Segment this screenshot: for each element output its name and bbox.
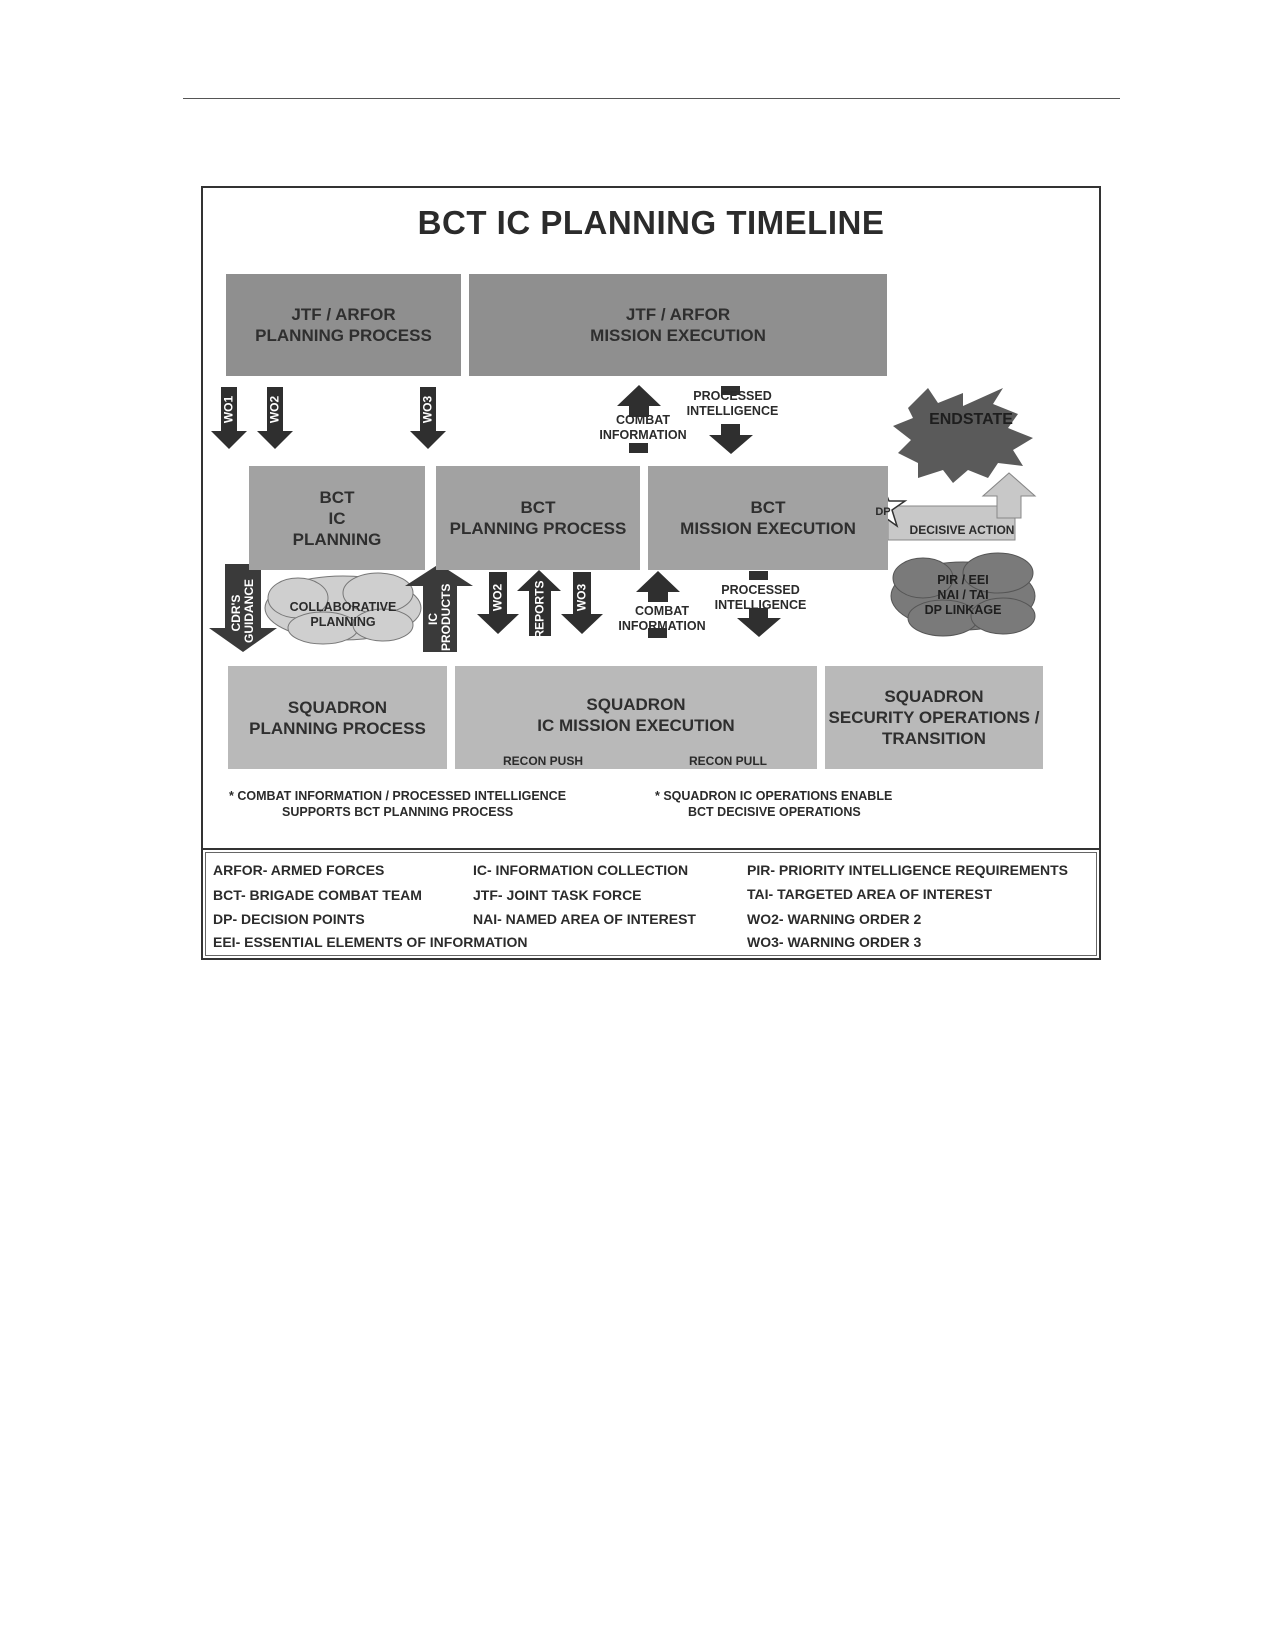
legend-wo2: WO2- WARNING ORDER 2	[747, 911, 922, 927]
jtf-mission-execution-box: JTF / ARFOR MISSION EXECUTION	[469, 274, 887, 376]
combat-information-mid-line-1: COMBAT	[635, 604, 689, 618]
squadron-ic-execution-line-1: SQUADRON	[586, 695, 686, 714]
recon-pull-label: RECON PULL	[689, 754, 767, 768]
combat-information-label: COMBAT INFORMATION	[598, 413, 688, 443]
ic-products-line-2: PRODUCTS	[439, 583, 453, 651]
bct-planning-process-box: BCT PLANNING PROCESS	[436, 466, 640, 570]
wo1-arrow	[211, 387, 247, 449]
wo3-mid-label: WO3	[574, 583, 589, 612]
collaborative-planning-cloud	[264, 572, 422, 645]
collaborative-planning-line-2: PLANNING	[310, 615, 376, 629]
pir-cloud-line-2: NAI / TAI	[937, 588, 989, 602]
processed-intelligence-mid-label: PROCESSED INTELLIGENCE	[713, 583, 808, 613]
wo2-mid-label: WO2	[490, 583, 505, 612]
squadron-security-operations-box: SQUADRON SECURITY OPERATIONS / TRANSITIO…	[825, 666, 1043, 769]
note-right-line-1: * SQUADRON IC OPERATIONS ENABLE	[655, 789, 893, 803]
squadron-ic-execution-line-2: IC MISSION EXECUTION	[537, 716, 735, 735]
combat-info-mid-up-arrow	[636, 571, 680, 602]
endstate-burst	[893, 388, 1033, 483]
dp-label: DP	[875, 506, 891, 518]
processed-intelligence-label: PROCESSED INTELLIGENCE	[685, 389, 780, 419]
squadron-planning-line-1: SQUADRON	[287, 697, 388, 717]
processed-intel-mid-down-arrow	[737, 608, 781, 637]
legend-tai: TAI- TARGETED AREA OF INTEREST	[747, 886, 992, 902]
legend-pir: PIR- PRIORITY INTELLIGENCE REQUIREMENTS	[747, 862, 1068, 878]
pir-cloud-line-3: DP LINKAGE	[924, 603, 1002, 617]
jtf-planning-process-box: JTF / ARFOR PLANNING PROCESS	[226, 274, 461, 376]
cdrs-guidance-label: CDR'S GUIDANCE	[229, 578, 256, 643]
page-header-rule	[183, 98, 1120, 99]
squadron-ic-mission-execution-box: SQUADRON IC MISSION EXECUTION	[455, 666, 817, 769]
cdrs-guidance-arrow	[209, 564, 277, 652]
bct-ic-planning-line-2: IC	[328, 508, 346, 528]
recon-push-label: RECON PUSH	[502, 754, 583, 768]
bct-ic-planning-box: BCT IC PLANNING	[249, 466, 425, 570]
bct-planning-line-1: BCT	[520, 498, 556, 517]
collaborative-planning-label: COLLABORATIVE PLANNING	[283, 600, 403, 630]
combat-information-line-2: INFORMATION	[599, 428, 687, 442]
processed-intel-down-arrow	[709, 424, 753, 454]
note-right-line-2: BCT DECISIVE OPERATIONS	[688, 805, 861, 819]
cdrs-guidance-line-2: GUIDANCE	[242, 578, 256, 643]
note-left: * COMBAT INFORMATION / PROCESSED INTELLI…	[229, 788, 589, 820]
wo3-arrow	[410, 387, 446, 449]
processed-intelligence-mid-line-1: PROCESSED	[721, 583, 800, 597]
legend-arfor: ARFOR- ARMED FORCES	[213, 862, 385, 878]
legend-dp: DP- DECISION POINTS	[213, 911, 365, 927]
legend-jtf: JTF- JOINT TASK FORCE	[473, 887, 642, 903]
endstate-label: ENDSTATE	[929, 411, 1013, 428]
ic-products-label: IC PRODUCTS	[426, 583, 453, 651]
combat-information-line-1: COMBAT	[616, 413, 670, 427]
squadron-planning-process-box: SQUADRON PLANNING PROCESS	[228, 666, 447, 769]
squadron-planning-line-2: PLANNING PROCESS	[249, 718, 426, 738]
combat-info-up-arrow	[617, 385, 661, 417]
pir-linkage-cloud	[890, 552, 1036, 637]
reports-arrow	[517, 570, 561, 636]
jtf-execution-line-2: MISSION EXECUTION	[590, 326, 766, 345]
processed-intelligence-mid-line-2: INTELLIGENCE	[714, 598, 807, 612]
legend-bct: BCT- BRIGADE COMBAT TEAM	[213, 887, 422, 903]
legend-wo3: WO3- WARNING ORDER 3	[747, 934, 922, 950]
bct-execution-line-1: BCT	[750, 498, 786, 517]
bct-execution-line-2: MISSION EXECUTION	[680, 519, 856, 538]
combat-information-mid-line-2: INFORMATION	[618, 619, 706, 633]
diagram-shapes	[209, 385, 1037, 756]
legend-eei: EEI- ESSENTIAL ELEMENTS OF INFORMATION	[213, 934, 528, 950]
jtf-planning-line-1: JTF / ARFOR	[291, 305, 396, 324]
legend-ic: IC- INFORMATION COLLECTION	[473, 862, 689, 878]
combat-information-mid-label: COMBAT INFORMATION	[617, 604, 707, 634]
bct-planning-line-2: PLANNING PROCESS	[449, 519, 627, 538]
bct-ic-planning-line-1: BCT	[319, 487, 355, 507]
squadron-security-line-3: TRANSITION	[882, 729, 986, 748]
diagram-title: BCT IC PLANNING TIMELINE	[417, 204, 885, 241]
note-right: * SQUADRON IC OPERATIONS ENABLE BCT DECI…	[655, 788, 955, 820]
decisive-action-label: DECISIVE ACTION	[909, 523, 1015, 537]
wo2-mid-arrow	[477, 572, 519, 634]
note-left-line-2: SUPPORTS BCT PLANNING PROCESS	[282, 805, 514, 819]
ic-products-arrow	[405, 564, 473, 652]
wo3-label: WO3	[420, 395, 435, 424]
bct-ic-planning-line-3: PLANNING	[292, 529, 382, 549]
processed-intelligence-line-1: PROCESSED	[693, 389, 772, 403]
planning-timeline-figure: BCT IC PLANNING TIMELINE JTF / ARFOR PLA…	[201, 186, 1101, 960]
squadron-security-line-2: SECURITY OPERATIONS /	[828, 708, 1040, 727]
wo3-mid-arrow	[561, 572, 603, 634]
jtf-planning-line-2: PLANNING PROCESS	[255, 326, 432, 345]
wo1-label: WO1	[221, 395, 236, 424]
legend-frame	[205, 852, 1097, 956]
pir-cloud-line-1: PIR / EEI	[937, 573, 989, 587]
bct-mission-execution-box: BCT MISSION EXECUTION	[648, 466, 888, 570]
pir-cloud-label: PIR / EEI NAI / TAI DP LINKAGE	[908, 573, 1018, 618]
processed-intelligence-line-2: INTELLIGENCE	[686, 404, 779, 418]
squadron-security-line-1: SQUADRON	[884, 687, 984, 706]
jtf-execution-line-1: JTF / ARFOR	[625, 305, 731, 324]
abbreviation-legend: ARFOR- ARMED FORCES BCT- BRIGADE COMBAT …	[203, 848, 1099, 958]
collaborative-planning-line-1: COLLABORATIVE	[289, 600, 397, 614]
wo2-label: WO2	[267, 395, 282, 424]
wo2-arrow	[257, 387, 293, 449]
reports-label: REPORTS	[532, 580, 547, 639]
legend-nai: NAI- NAMED AREA OF INTEREST	[473, 911, 696, 927]
note-left-line-1: * COMBAT INFORMATION / PROCESSED INTELLI…	[229, 789, 567, 803]
